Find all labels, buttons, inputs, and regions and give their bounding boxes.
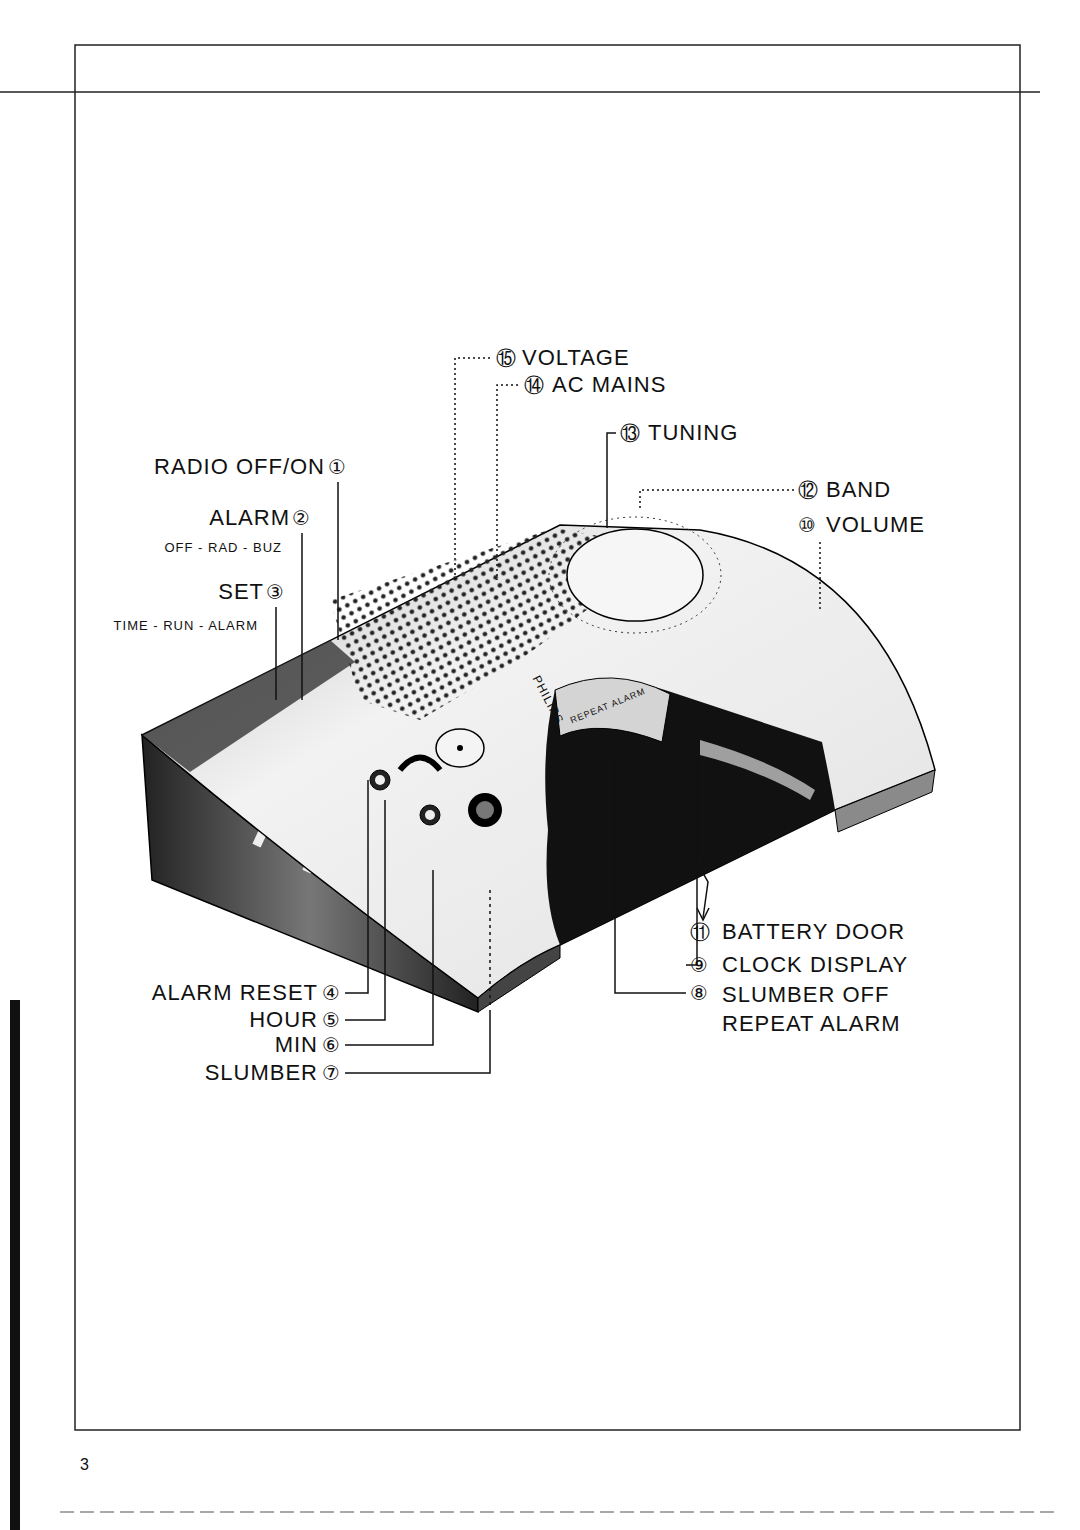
leader-line: [345, 800, 385, 1020]
part-label: SLUMBER: [205, 1060, 318, 1086]
leader-line: [615, 755, 686, 993]
part-label: CLOCK DISPLAY: [722, 952, 908, 978]
part-label: BAND: [826, 477, 891, 503]
leader-line: [345, 780, 368, 993]
callout-number: ⑥: [322, 1033, 340, 1057]
part-label: VOLTAGE: [522, 345, 630, 371]
leader-line: [337, 482, 339, 640]
leader-line: [345, 1010, 490, 1073]
part-label: AC MAINS: [552, 372, 666, 398]
leader-line: [345, 870, 433, 1045]
callout-number: ②: [292, 506, 310, 530]
leader-line: [301, 533, 303, 700]
setting-label: TIME - RUN - ALARM: [114, 618, 258, 634]
part-label: HOUR: [249, 1007, 318, 1033]
leader-line: [489, 890, 491, 1005]
part-label: TUNING: [648, 420, 738, 446]
edge-bar: [10, 1000, 20, 1530]
callout-number: ⑬: [620, 421, 640, 445]
callout-number: ⑭: [524, 373, 544, 397]
callout-number: ⑦: [322, 1061, 340, 1085]
part-label: ALARM RESET: [152, 980, 318, 1006]
part-label: ALARM: [209, 505, 290, 531]
page-number: 3: [80, 1455, 90, 1474]
part-label: SLUMBER OFF REPEAT ALARM: [722, 980, 937, 1038]
part-label: MIN: [275, 1032, 318, 1058]
leader-line: [819, 542, 821, 612]
leader-line: [640, 490, 794, 508]
callout-number: ①: [328, 455, 346, 479]
callout-number: ⑮: [496, 346, 516, 370]
callout-number: ④: [322, 981, 340, 1005]
callout-number: ⑨: [690, 953, 708, 977]
leader-line: [607, 433, 616, 528]
part-label: RADIO OFF/ON: [154, 454, 325, 480]
page-frame: [75, 45, 1020, 1430]
brand-mark: PHILIPS: [529, 673, 567, 727]
part-label: VOLUME: [826, 512, 925, 538]
arrow-head: [697, 908, 709, 920]
leader-line: [699, 845, 712, 918]
leader-line: [497, 385, 518, 580]
rule-line: [0, 91, 1040, 93]
callout-number: ⑪: [690, 920, 710, 944]
part-label: BATTERY DOOR: [722, 919, 905, 945]
rule-line: [60, 1512, 1060, 1513]
callout-number: ⑩: [798, 513, 816, 537]
part-label: SET: [218, 579, 264, 605]
callout-number: ⑫: [798, 478, 818, 502]
callout-number: ⑤: [322, 1008, 340, 1032]
leader-line: [275, 607, 277, 700]
button-legend: REPEAT ALARM: [569, 686, 647, 726]
leader-line: [455, 358, 490, 580]
clock-radio-drawing: [142, 517, 935, 1012]
callout-number: ⑧: [690, 981, 708, 1005]
callout-number: ③: [266, 580, 284, 604]
setting-label: OFF - RAD - BUZ: [164, 540, 282, 556]
